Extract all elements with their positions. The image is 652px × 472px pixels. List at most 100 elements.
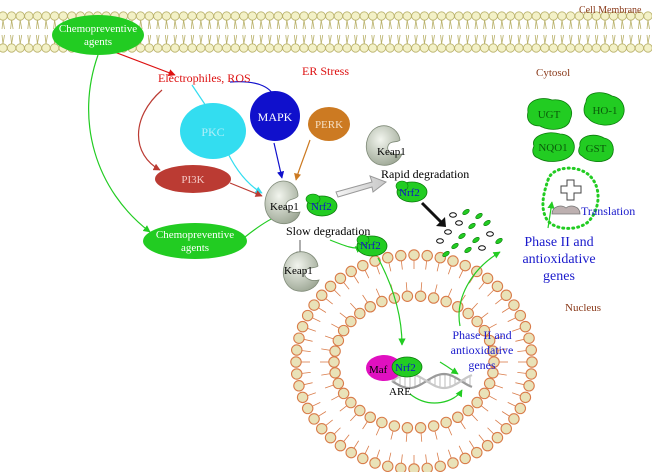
membrane-head bbox=[325, 43, 335, 53]
membrane-head bbox=[15, 43, 25, 53]
svg-text:genes: genes bbox=[468, 358, 496, 372]
membrane-tail bbox=[467, 34, 470, 44]
membrane-head bbox=[643, 43, 652, 53]
membrane-head bbox=[179, 11, 189, 21]
membrane-head bbox=[247, 43, 257, 53]
membrane-tail bbox=[44, 34, 47, 44]
keap1-nrf2-complex: Keap1 Nrf2 bbox=[264, 180, 338, 225]
membrane-tail bbox=[362, 34, 365, 44]
svg-text:genes: genes bbox=[543, 269, 575, 284]
membrane-head bbox=[316, 11, 326, 21]
membrane-tail bbox=[311, 34, 313, 44]
membrane-tail bbox=[2, 34, 5, 44]
membrane-tail bbox=[183, 34, 186, 44]
membrane-tail bbox=[190, 20, 193, 30]
membrane-tail bbox=[157, 34, 160, 44]
nuclear-membrane-head bbox=[500, 422, 513, 435]
membrane-tail bbox=[424, 34, 427, 44]
keap1-bottom-label: Keap1 bbox=[284, 265, 313, 277]
membrane-head bbox=[522, 43, 533, 53]
membrane-head bbox=[32, 43, 43, 53]
membrane-tail bbox=[166, 20, 169, 30]
membrane-tail bbox=[441, 20, 444, 30]
pathway-arrows bbox=[88, 44, 555, 404]
membrane-tail bbox=[338, 34, 341, 44]
membrane-head bbox=[531, 43, 541, 53]
membrane-tail bbox=[355, 20, 358, 30]
membrane-tail bbox=[354, 34, 356, 44]
membrane-head bbox=[471, 43, 481, 53]
membrane-tail bbox=[613, 34, 616, 44]
membrane-head bbox=[419, 43, 429, 53]
nuclear-membrane-head bbox=[345, 315, 357, 328]
membrane-tail bbox=[302, 20, 305, 30]
membrane-tail bbox=[372, 34, 375, 44]
membrane-tail bbox=[578, 34, 582, 44]
rapid-degradation-arrow bbox=[335, 175, 388, 198]
membrane-tail bbox=[276, 20, 279, 30]
nuclear-membrane-head bbox=[381, 251, 394, 264]
membrane-tail bbox=[156, 20, 159, 30]
nuclear-membrane-head bbox=[369, 457, 381, 469]
membrane-tail bbox=[251, 20, 253, 30]
membrane-tail bbox=[295, 20, 298, 30]
membrane-tail bbox=[233, 20, 236, 30]
membrane-tail bbox=[329, 34, 332, 44]
membrane-tail bbox=[2, 20, 5, 30]
nuclear-membrane-head bbox=[478, 324, 491, 337]
membrane-tail bbox=[190, 34, 193, 44]
membrane-head bbox=[634, 43, 645, 53]
nrf2-rapid: Nrf2 bbox=[395, 180, 428, 203]
membrane-tail bbox=[509, 20, 511, 30]
fragment-piece bbox=[458, 232, 466, 240]
membrane-tail bbox=[629, 34, 632, 44]
membrane-tail bbox=[18, 20, 21, 30]
nuclear-membrane-head bbox=[462, 404, 474, 417]
chemopreventive-mid-line1: Chemopreventive bbox=[156, 229, 234, 241]
membrane-tail bbox=[148, 34, 152, 44]
membrane-head bbox=[170, 43, 180, 53]
membrane-tail bbox=[268, 20, 270, 30]
membrane-tail bbox=[388, 20, 391, 30]
nuclear-membrane-head bbox=[526, 356, 538, 368]
membrane-tail bbox=[243, 34, 246, 44]
membrane-head bbox=[256, 43, 266, 53]
membrane-tail bbox=[552, 34, 554, 44]
membrane-tail bbox=[646, 20, 649, 30]
pi3k-node: PI3K bbox=[155, 165, 231, 193]
membrane-tail bbox=[233, 34, 236, 44]
membrane-tail bbox=[432, 20, 435, 30]
membrane-tail bbox=[389, 20, 392, 30]
membrane-head bbox=[454, 11, 464, 21]
membrane-tail bbox=[458, 20, 461, 30]
svg-text:Phase II and: Phase II and bbox=[452, 328, 511, 342]
fragment-ring bbox=[486, 231, 494, 237]
membrane-head bbox=[299, 43, 309, 53]
membrane-tail bbox=[36, 20, 38, 30]
membrane-head bbox=[462, 11, 472, 21]
membrane-tail bbox=[234, 34, 238, 44]
membrane-head bbox=[256, 11, 266, 21]
membrane-head bbox=[299, 11, 309, 21]
membrane-tail bbox=[303, 20, 306, 30]
membrane-tail bbox=[518, 20, 521, 30]
membrane-tail bbox=[621, 34, 625, 44]
membrane-tail bbox=[140, 20, 143, 30]
membrane-head bbox=[643, 11, 652, 21]
chemopreventive-mid-line2: agents bbox=[181, 242, 209, 254]
membrane-head bbox=[411, 43, 421, 53]
membrane-tail bbox=[621, 20, 625, 30]
nuclear-membrane-head bbox=[408, 463, 420, 472]
membrane-tail bbox=[483, 20, 485, 30]
mapk-label: MAPK bbox=[258, 110, 293, 124]
membrane-tail bbox=[492, 20, 496, 30]
membrane-tail bbox=[577, 34, 580, 44]
nuclear-membrane-head bbox=[293, 332, 305, 344]
membrane-head bbox=[282, 11, 292, 21]
membrane-tail bbox=[226, 20, 229, 30]
membrane-tail bbox=[457, 20, 460, 30]
membrane-tail bbox=[355, 34, 358, 44]
membrane-head bbox=[32, 11, 43, 21]
membrane-tail bbox=[501, 20, 504, 30]
membrane-head bbox=[591, 43, 602, 53]
